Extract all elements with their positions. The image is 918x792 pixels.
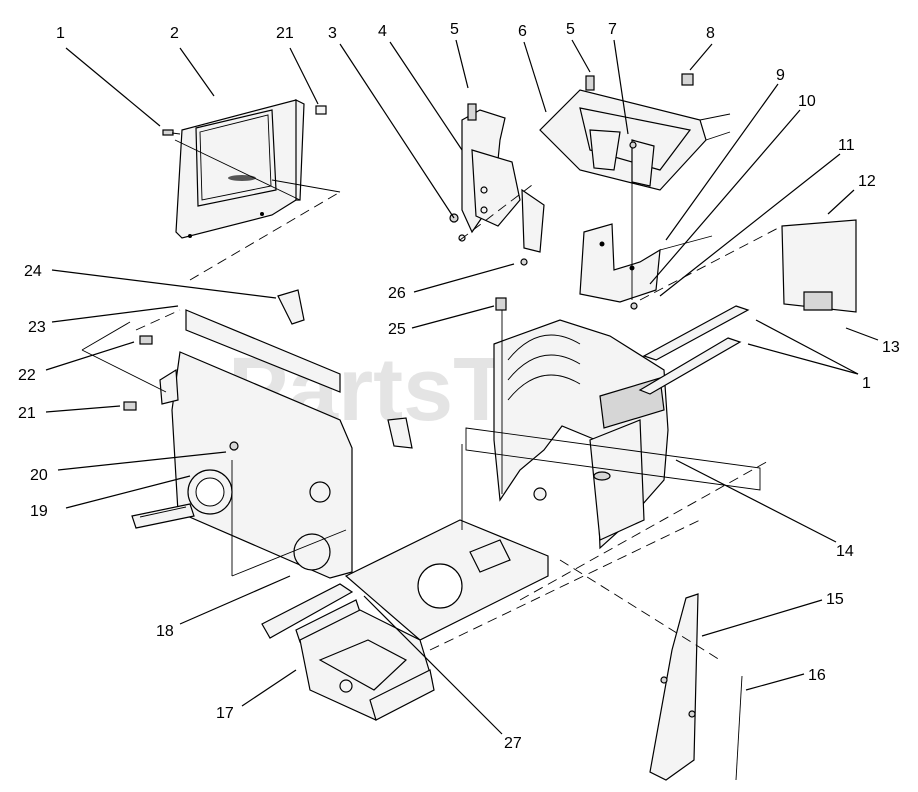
part-front-hitch (299, 609, 435, 721)
part-side-trim-15 (649, 593, 699, 781)
callout-17: 17 (216, 705, 234, 722)
callout-4: 4 (378, 23, 387, 40)
part-decal-plate (781, 219, 857, 313)
callout-labels: 1 2 21 3 4 5 6 5 7 8 9 10 11 12 13 1 14 … (18, 21, 900, 752)
callout-12: 12 (858, 173, 876, 190)
callout-15: 15 (826, 591, 844, 608)
callout-21: 21 (276, 25, 294, 42)
callout-1-second: 1 (862, 375, 871, 392)
part-vertical-bracket (449, 103, 545, 266)
callout-6: 6 (518, 23, 527, 40)
part-side-panel-window (174, 99, 341, 239)
callout-9: 9 (776, 67, 785, 84)
callout-8: 8 (706, 25, 715, 42)
part-side-cover-left (123, 289, 413, 579)
callout-2: 2 (170, 25, 179, 42)
part-bolt-1 (162, 129, 181, 136)
callout-16: 16 (808, 667, 826, 684)
callout-leader-lines (45, 39, 879, 735)
callout-10: 10 (798, 93, 816, 110)
part-upper-support (539, 75, 731, 191)
callout-20: 20 (30, 467, 48, 484)
callout-18: 18 (156, 623, 174, 640)
callout-26: 26 (388, 285, 406, 302)
callout-23: 23 (28, 319, 46, 336)
callout-5: 5 (450, 21, 459, 38)
callout-13: 13 (882, 339, 900, 356)
callout-5-second: 5 (566, 21, 575, 38)
part-axle-shaft (131, 503, 195, 529)
part-lower-bracket (579, 170, 713, 310)
part-clip-21 (315, 105, 327, 115)
callout-14: 14 (836, 543, 854, 560)
callout-1: 1 (56, 25, 65, 42)
assembly-guide-lines (81, 181, 783, 661)
callout-3: 3 (328, 25, 337, 42)
callout-19: 19 (30, 503, 48, 520)
part-nut-8 (681, 73, 694, 86)
callout-24: 24 (24, 263, 42, 280)
part-center-dash (493, 297, 750, 550)
callout-25: 25 (388, 321, 406, 338)
callout-21-second: 21 (18, 405, 36, 422)
part-side-trim-16 (735, 675, 743, 781)
part-frame-floor (344, 427, 771, 651)
callout-27: 27 (504, 735, 522, 752)
callout-7: 7 (608, 21, 617, 38)
callout-11: 11 (838, 137, 855, 154)
callout-22: 22 (18, 367, 36, 384)
